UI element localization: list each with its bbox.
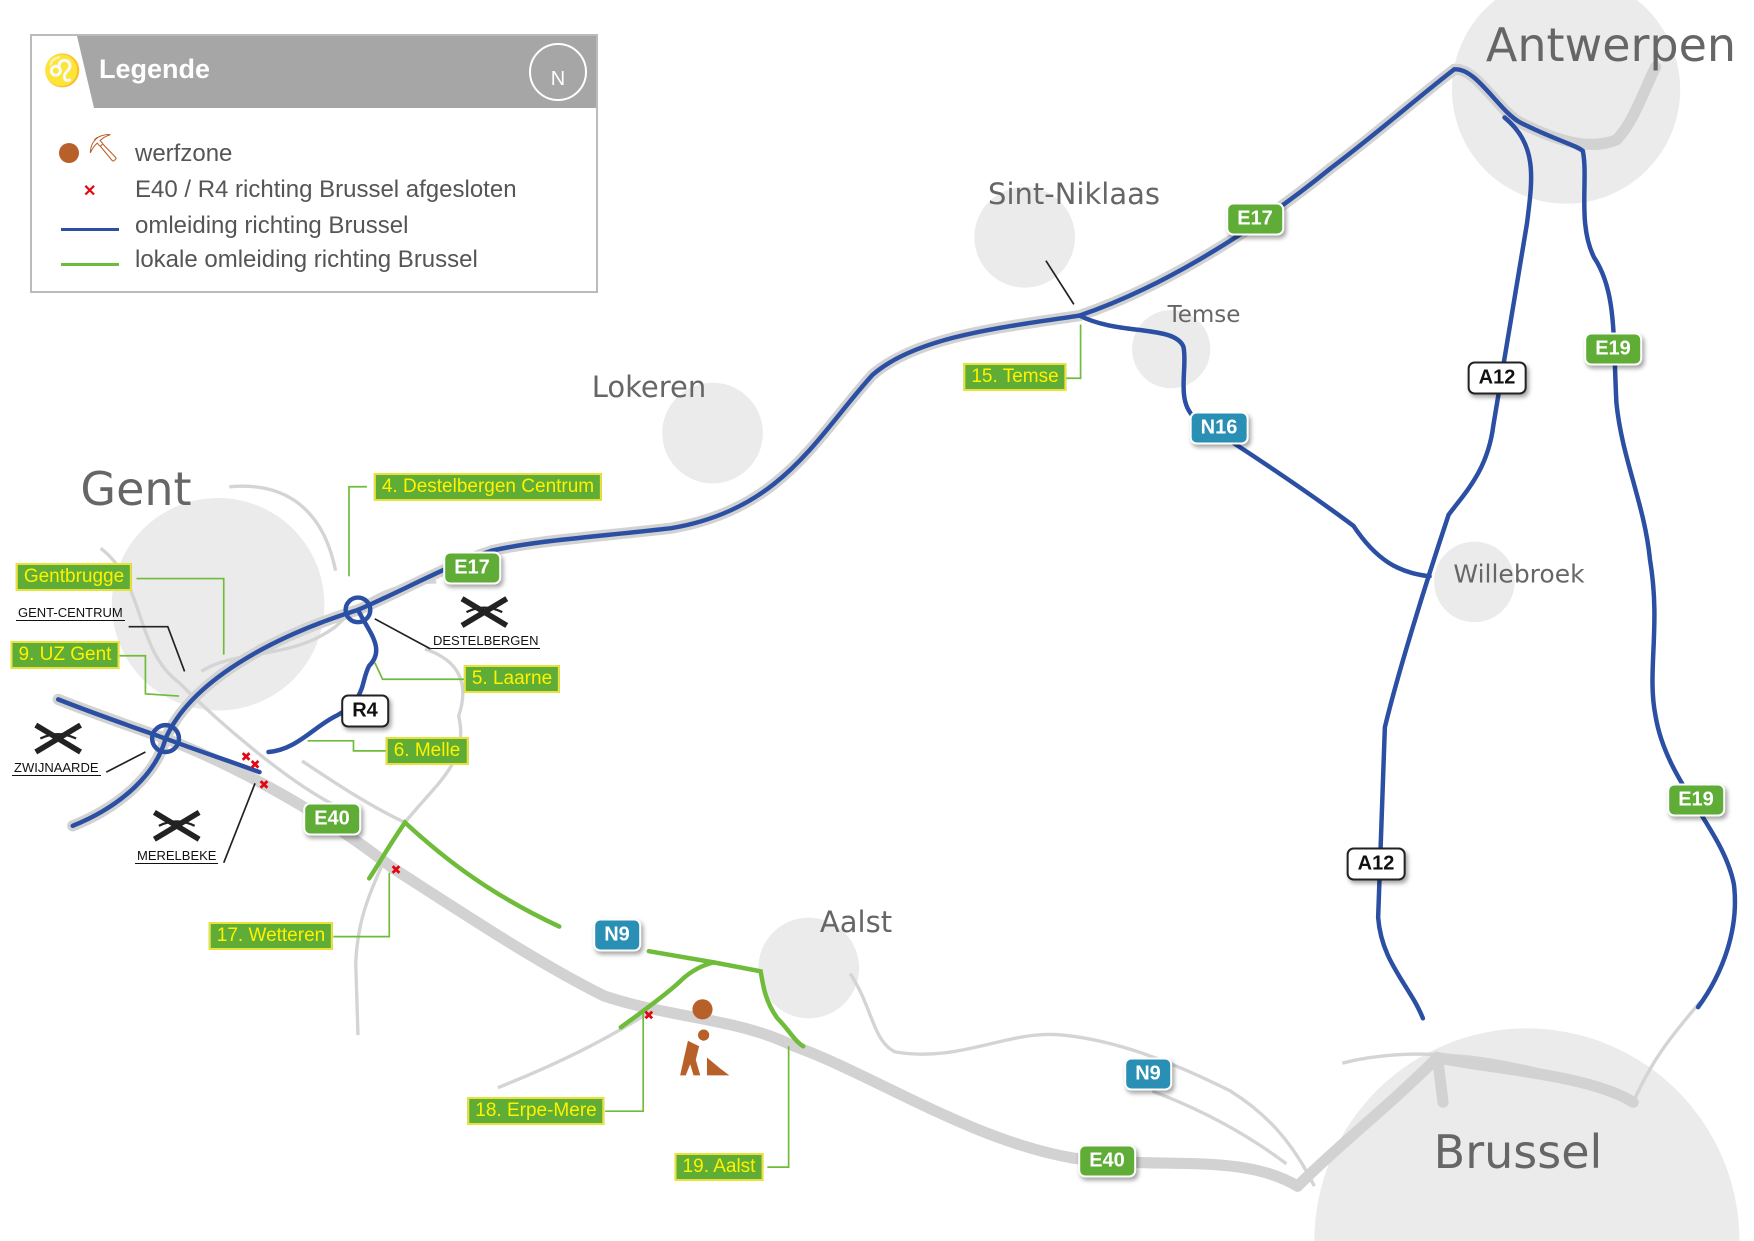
closed-markers bbox=[241, 752, 654, 1020]
detour-e17 bbox=[70, 67, 1586, 829]
green-line-icon bbox=[61, 263, 119, 266]
lokeren-area bbox=[662, 382, 763, 484]
legend-item-werfzone: werfzone bbox=[135, 140, 233, 167]
legend-title: Legende bbox=[99, 54, 211, 84]
exit-callout-gentbrugge: Gentbrugge bbox=[15, 563, 133, 591]
interchange-label-merelbeke: MERELBEKE bbox=[135, 848, 219, 864]
zwijnaarde-roundabout bbox=[149, 722, 182, 755]
destelbergen-interchange-icon bbox=[460, 596, 509, 628]
north-arrow-icon: N bbox=[529, 43, 587, 101]
aalst-area bbox=[758, 917, 860, 1019]
worksite-marker bbox=[680, 999, 730, 1076]
gent-area bbox=[111, 497, 325, 711]
sint-niklaas-area bbox=[974, 186, 1075, 288]
city-areas bbox=[111, 0, 1740, 1241]
exit-callout-aalst: 19. Aalst bbox=[674, 1153, 764, 1181]
interchange-label-destelbergen: DESTELBERGEN bbox=[431, 633, 541, 649]
callout-lines bbox=[118, 324, 1082, 1168]
legend-header bbox=[77, 36, 596, 108]
legend-item-closed: E40 / R4 richting Brussel afgesloten bbox=[135, 176, 517, 203]
exit-callout-laarne: 5. Laarne bbox=[463, 665, 561, 693]
road-badge-e40: E40 bbox=[1078, 1144, 1136, 1178]
interchange-icons bbox=[34, 596, 509, 842]
interchange-label-zwijnaarde: ZWIJNAARDE bbox=[12, 760, 101, 776]
road-badge-a12: A12 bbox=[1467, 361, 1527, 395]
antwerpen-area bbox=[1452, 0, 1681, 204]
city-sint-niklaas: Sint-Niklaas bbox=[988, 177, 1160, 211]
exit-callout-uz-gent: 9. UZ Gent bbox=[10, 641, 120, 669]
exit-callout-erpe-mere: 18. Erpe-Mere bbox=[467, 1097, 605, 1125]
leader-lines bbox=[105, 260, 1075, 864]
roadwork-icon: ⛏ bbox=[86, 133, 121, 163]
city-willebroek: Willebroek bbox=[1453, 559, 1585, 589]
city-lokeren: Lokeren bbox=[591, 370, 707, 404]
city-brussel: Brussel bbox=[1433, 1125, 1603, 1179]
road-badge-n9: N9 bbox=[593, 918, 641, 952]
road-badge-r4: R4 bbox=[341, 694, 389, 728]
merelbeke-interchange-icon bbox=[152, 810, 201, 842]
exit-callout-wetteren: 17. Wetteren bbox=[208, 922, 334, 950]
local-detour-routes bbox=[366, 819, 806, 1049]
brussel-area bbox=[1314, 1028, 1740, 1241]
detour-r4 bbox=[266, 607, 379, 755]
destelbergen-roundabout bbox=[343, 595, 373, 625]
detour-n16 bbox=[1077, 313, 1432, 579]
road-badge-e19: E19 bbox=[1584, 332, 1642, 366]
exit-callout-temse: 15. Temse bbox=[963, 363, 1067, 391]
detour-routes bbox=[55, 67, 1738, 1021]
legend-panel: ♌ Legende N ⛏ ✕ werfzone E40 / R4 richti… bbox=[30, 34, 598, 293]
road-badge-n9: N9 bbox=[1124, 1057, 1172, 1091]
city-gent: Gent bbox=[80, 462, 192, 516]
detour-e19 bbox=[1580, 148, 1738, 1010]
exit-callout-melle: 6. Melle bbox=[385, 737, 469, 765]
willebroek-area bbox=[1434, 541, 1515, 623]
detour-e40-west bbox=[55, 697, 262, 775]
road-badge-e19: E19 bbox=[1667, 783, 1725, 817]
blue-line-icon bbox=[61, 228, 119, 231]
exit-callout-destelbergen-centrum: 4. Destelbergen Centrum bbox=[373, 473, 603, 501]
interchange-label-gent-centrum: GENT-CENTRUM bbox=[16, 605, 125, 621]
legend-item-local-detour: lokale omleiding richting Brussel bbox=[135, 246, 478, 273]
road-badge-e17: E17 bbox=[1226, 202, 1284, 236]
road-badge-a12: A12 bbox=[1346, 847, 1406, 881]
legend-item-detour: omleiding richting Brussel bbox=[135, 212, 409, 239]
zwijnaarde-interchange-icon bbox=[34, 722, 82, 755]
roadwork-icon bbox=[680, 1029, 730, 1076]
road-badge-n16: N16 bbox=[1189, 411, 1249, 445]
city-temse: Temse bbox=[1167, 302, 1241, 328]
worksite-dot-icon bbox=[59, 143, 79, 163]
detour-a12 bbox=[1375, 115, 1534, 1021]
city-aalst: Aalst bbox=[819, 905, 893, 939]
road-badge-e40: E40 bbox=[303, 802, 361, 836]
road-badge-e17: E17 bbox=[443, 551, 501, 585]
closed-cross-icon: ✕ bbox=[83, 183, 97, 200]
city-antwerpen: Antwerpen bbox=[1485, 18, 1737, 72]
flemish-lion-logo: ♌ bbox=[43, 53, 82, 88]
